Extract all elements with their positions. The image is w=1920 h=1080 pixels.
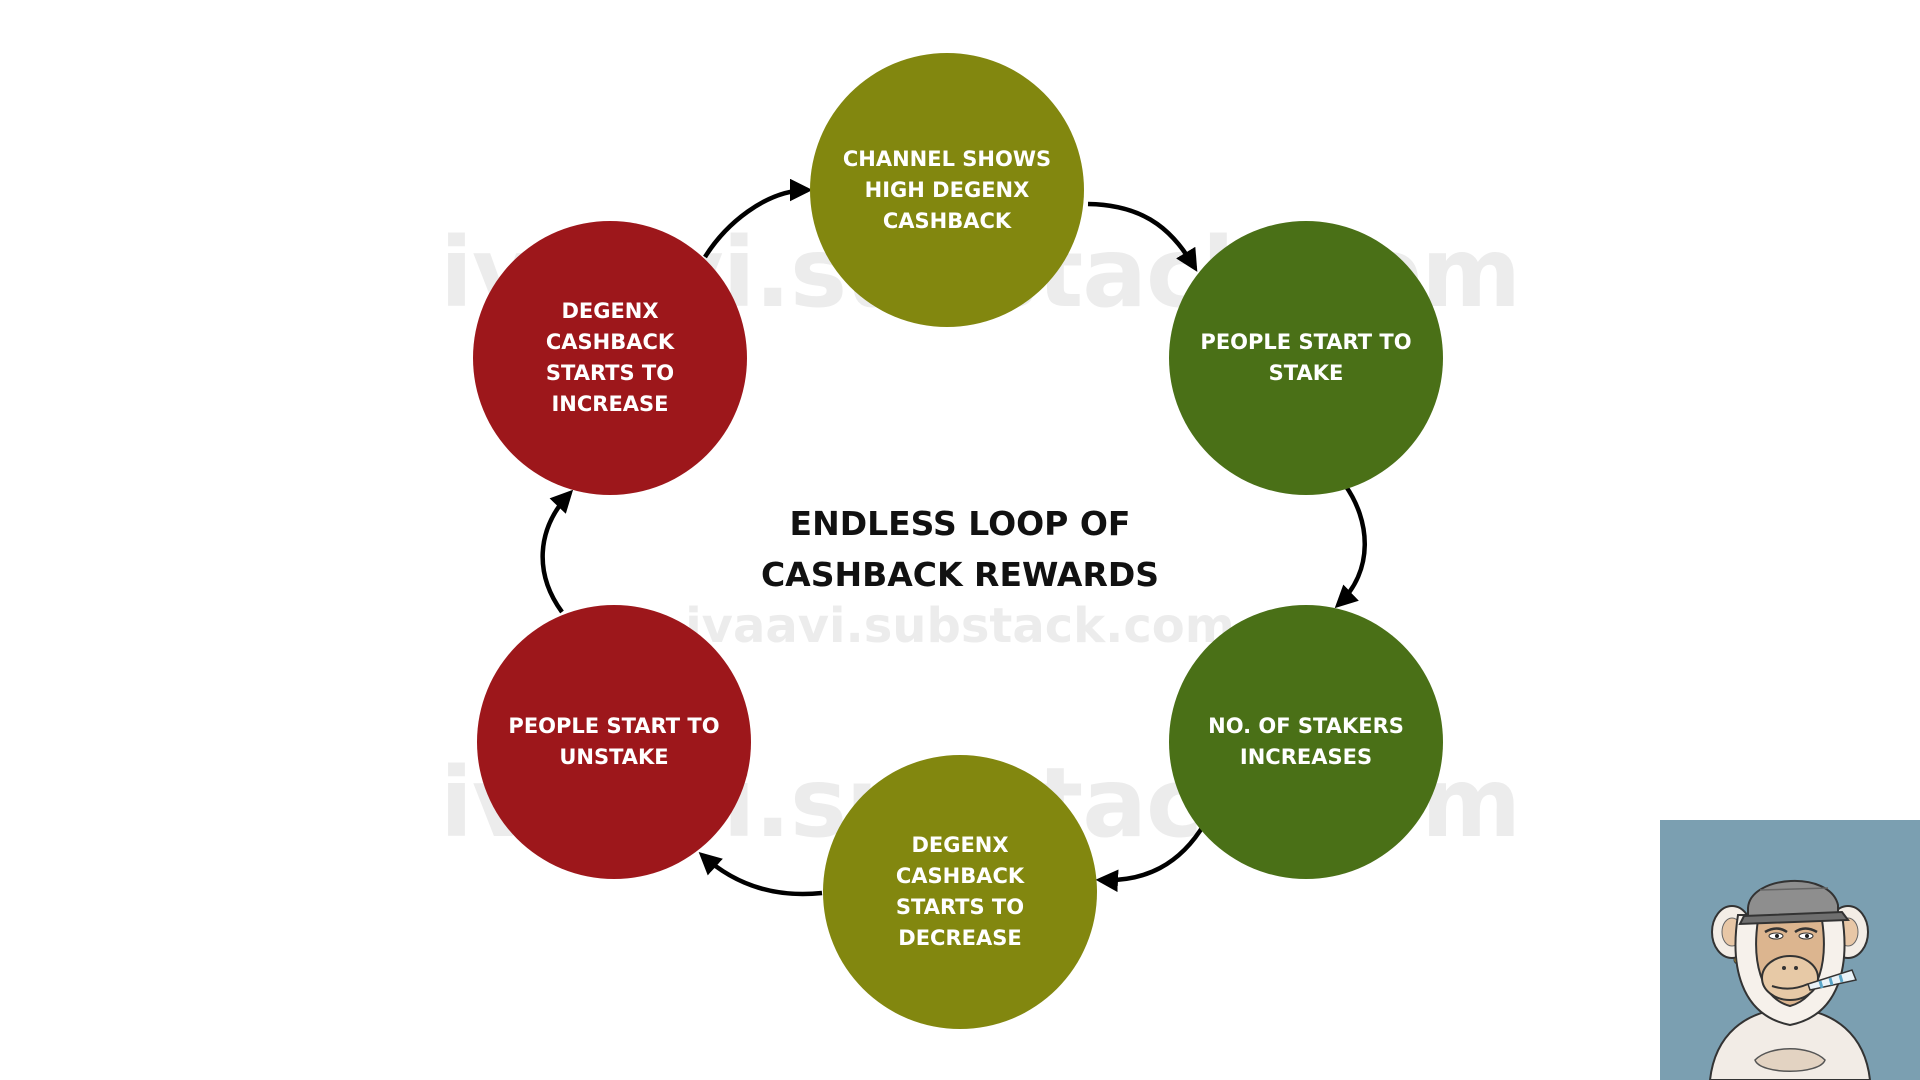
step-people-stake: PEOPLE START TO STAKE (1169, 221, 1443, 495)
step-cashback-increase: DEGENX CASHBACK STARTS TO INCREASE (473, 221, 747, 495)
step-stakers-increase: NO. OF STAKERS INCREASES (1169, 605, 1443, 879)
step-channel-high-cashback: CHANNEL SHOWS HIGH DEGENX CASHBACK (810, 53, 1084, 327)
arrow-4-to-5 (698, 851, 823, 897)
arrow-1-to-2 (1087, 201, 1198, 272)
step-label: DEGENX CASHBACK STARTS TO INCREASE (545, 299, 675, 416)
arrow-5-to-6 (540, 489, 574, 614)
ape-avatar-icon (1660, 820, 1920, 1080)
step-cashback-decrease: DEGENX CASHBACK STARTS TO DECREASE (823, 755, 1097, 1029)
step-label: PEOPLE START TO UNSTAKE (508, 714, 720, 769)
arrow-2-to-3 (1334, 483, 1367, 609)
step-label: DEGENX CASHBACK STARTS TO DECREASE (895, 833, 1025, 950)
ape-avatar (1660, 820, 1920, 1080)
arrow-6-to-1 (703, 178, 813, 259)
step-people-unstake: PEOPLE START TO UNSTAKE (477, 605, 751, 879)
step-label: PEOPLE START TO STAKE (1200, 330, 1412, 385)
arrow-3-to-4 (1095, 821, 1207, 893)
step-label: NO. OF STAKERS INCREASES (1208, 714, 1404, 769)
step-label: CHANNEL SHOWS HIGH DEGENX CASHBACK (842, 146, 1052, 233)
diagram-title: ENDLESS LOOP OF CASHBACK REWARDS (760, 504, 1160, 594)
